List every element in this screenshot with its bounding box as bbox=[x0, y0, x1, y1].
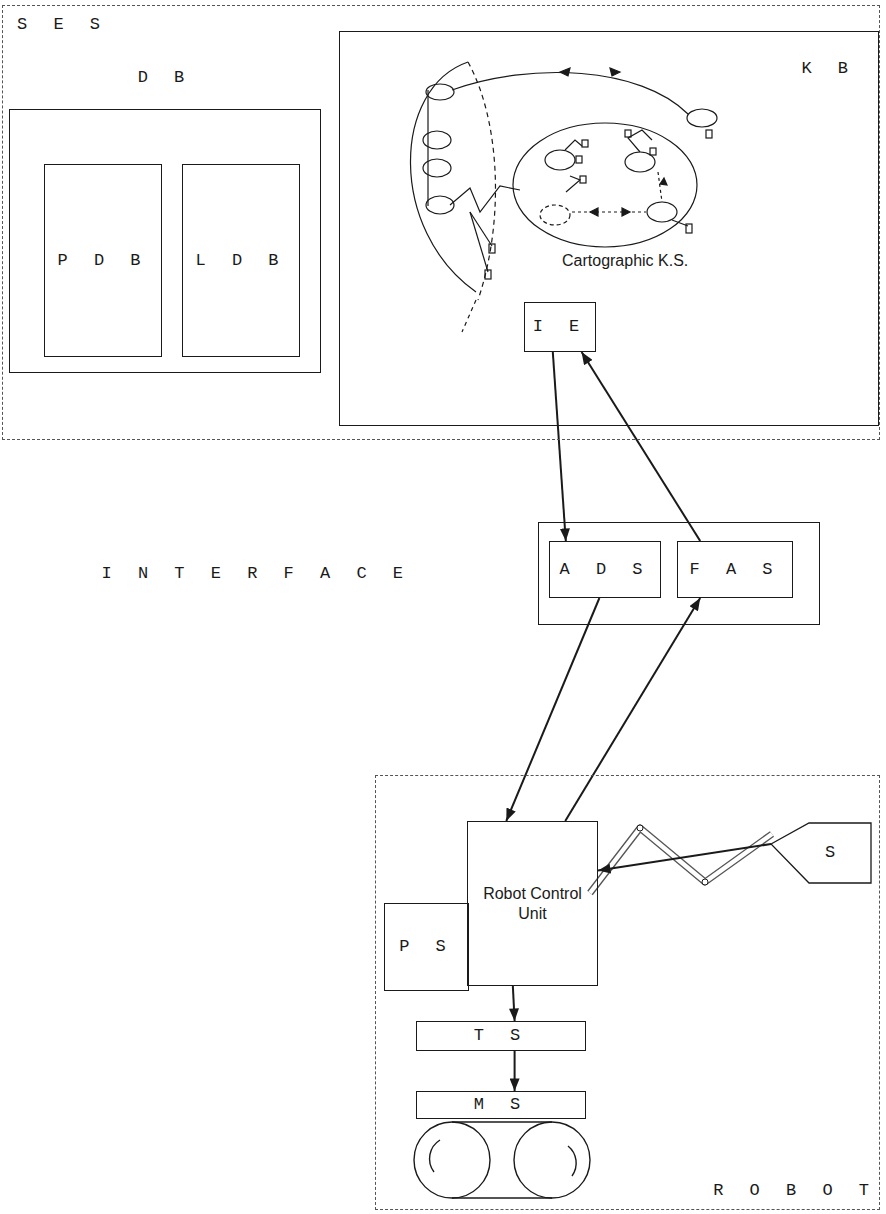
node-label: T S bbox=[474, 1025, 529, 1046]
track-wheel bbox=[514, 1122, 590, 1198]
node-label: D B bbox=[138, 67, 193, 88]
network-link bbox=[566, 176, 580, 192]
flow-arrow bbox=[598, 844, 771, 871]
arm-inner bbox=[590, 828, 772, 893]
robot-region: Robot Control Unit P S T S M S S R O B O T bbox=[375, 775, 880, 1210]
slot-box bbox=[650, 148, 656, 155]
frame-node bbox=[423, 131, 451, 149]
network-arrow bbox=[610, 68, 620, 76]
engine-box: I E bbox=[524, 302, 596, 352]
slot-box bbox=[489, 244, 495, 253]
subsystem-box: M S bbox=[416, 1091, 586, 1119]
slot-box bbox=[485, 270, 491, 279]
system-region: P D B L D B D B I E K B S E S bbox=[2, 5, 880, 440]
frame-node bbox=[545, 150, 575, 170]
frame-node bbox=[423, 159, 451, 177]
rotation-mark bbox=[430, 1140, 440, 1172]
network-link bbox=[452, 73, 688, 114]
group-contour bbox=[468, 62, 495, 300]
node-label: F A S bbox=[689, 559, 780, 580]
frame-node bbox=[687, 109, 717, 127]
track-drive bbox=[414, 1122, 590, 1198]
interface-module: F A S bbox=[677, 541, 793, 598]
node-label: K B bbox=[801, 58, 856, 79]
flow-arrow bbox=[582, 352, 701, 541]
slot-box bbox=[576, 156, 582, 163]
node-label: I E bbox=[533, 316, 588, 337]
network-arrow bbox=[560, 68, 570, 76]
network-arrow bbox=[590, 208, 598, 216]
track-belt bbox=[452, 1121, 552, 1122]
knowledge-network bbox=[410, 62, 717, 332]
interface-module: A D S bbox=[549, 541, 661, 598]
frame-node bbox=[540, 205, 570, 225]
subsystem-box: T S bbox=[416, 1021, 586, 1051]
flow-arrow bbox=[565, 598, 700, 821]
arm-outline bbox=[590, 828, 772, 893]
frame-node bbox=[647, 202, 677, 222]
group-contour bbox=[410, 62, 476, 292]
arm-joint bbox=[637, 825, 643, 831]
slot-box bbox=[706, 130, 712, 138]
sensor-outline bbox=[771, 823, 871, 883]
knowledge-base-box: I E K B bbox=[339, 31, 879, 426]
node-label: M S bbox=[474, 1094, 529, 1115]
network-link bbox=[658, 172, 662, 202]
network-link bbox=[470, 212, 492, 246]
frame-node bbox=[426, 196, 454, 214]
rotation-mark bbox=[568, 1146, 576, 1176]
database-box: P D BL D BD B bbox=[9, 109, 321, 373]
network-link bbox=[462, 300, 476, 332]
database-box: P D B bbox=[44, 164, 162, 357]
slot-box bbox=[686, 224, 692, 233]
node-label: A D S bbox=[559, 559, 650, 580]
knowledge-source-outline bbox=[513, 123, 697, 247]
flow-arrow bbox=[513, 986, 515, 1021]
network-link bbox=[572, 211, 646, 212]
flow-arrow bbox=[553, 352, 566, 541]
slot-box bbox=[580, 176, 586, 183]
database-box: L D B bbox=[182, 164, 300, 357]
node-label: L D B bbox=[195, 250, 286, 271]
sensor-shape: S bbox=[771, 823, 871, 883]
node-label: Robot Control Unit bbox=[468, 884, 597, 924]
flow-arrow bbox=[514, 1051, 516, 1091]
network-link bbox=[565, 140, 582, 150]
node-label: P D B bbox=[57, 250, 148, 271]
network-link bbox=[450, 186, 520, 212]
network-link bbox=[427, 90, 428, 206]
node-label: S E S bbox=[17, 14, 108, 35]
network-link bbox=[470, 212, 488, 272]
frame-node bbox=[426, 84, 454, 100]
subsystem-box: P S bbox=[384, 903, 469, 991]
node-label: S bbox=[825, 842, 843, 863]
network-arrow bbox=[660, 178, 667, 185]
node-label: R O B O T bbox=[713, 1180, 877, 1201]
control-unit-box: Robot Control Unit bbox=[467, 821, 598, 986]
arm-joint bbox=[702, 879, 708, 885]
caption-label: Cartographic K.S. bbox=[562, 252, 688, 270]
track-belt bbox=[452, 1197, 552, 1198]
network-arrow bbox=[622, 208, 630, 216]
interface-box: A D SF A SI N T E R F A C E bbox=[538, 522, 820, 625]
slot-box bbox=[625, 130, 631, 137]
sensor-outline-shape bbox=[771, 823, 871, 883]
slot-box bbox=[582, 140, 588, 147]
track-wheel bbox=[414, 1122, 490, 1198]
node-label: P S bbox=[399, 936, 454, 957]
node-label: I N T E R F A C E bbox=[102, 563, 411, 584]
robot-arm bbox=[590, 825, 772, 893]
